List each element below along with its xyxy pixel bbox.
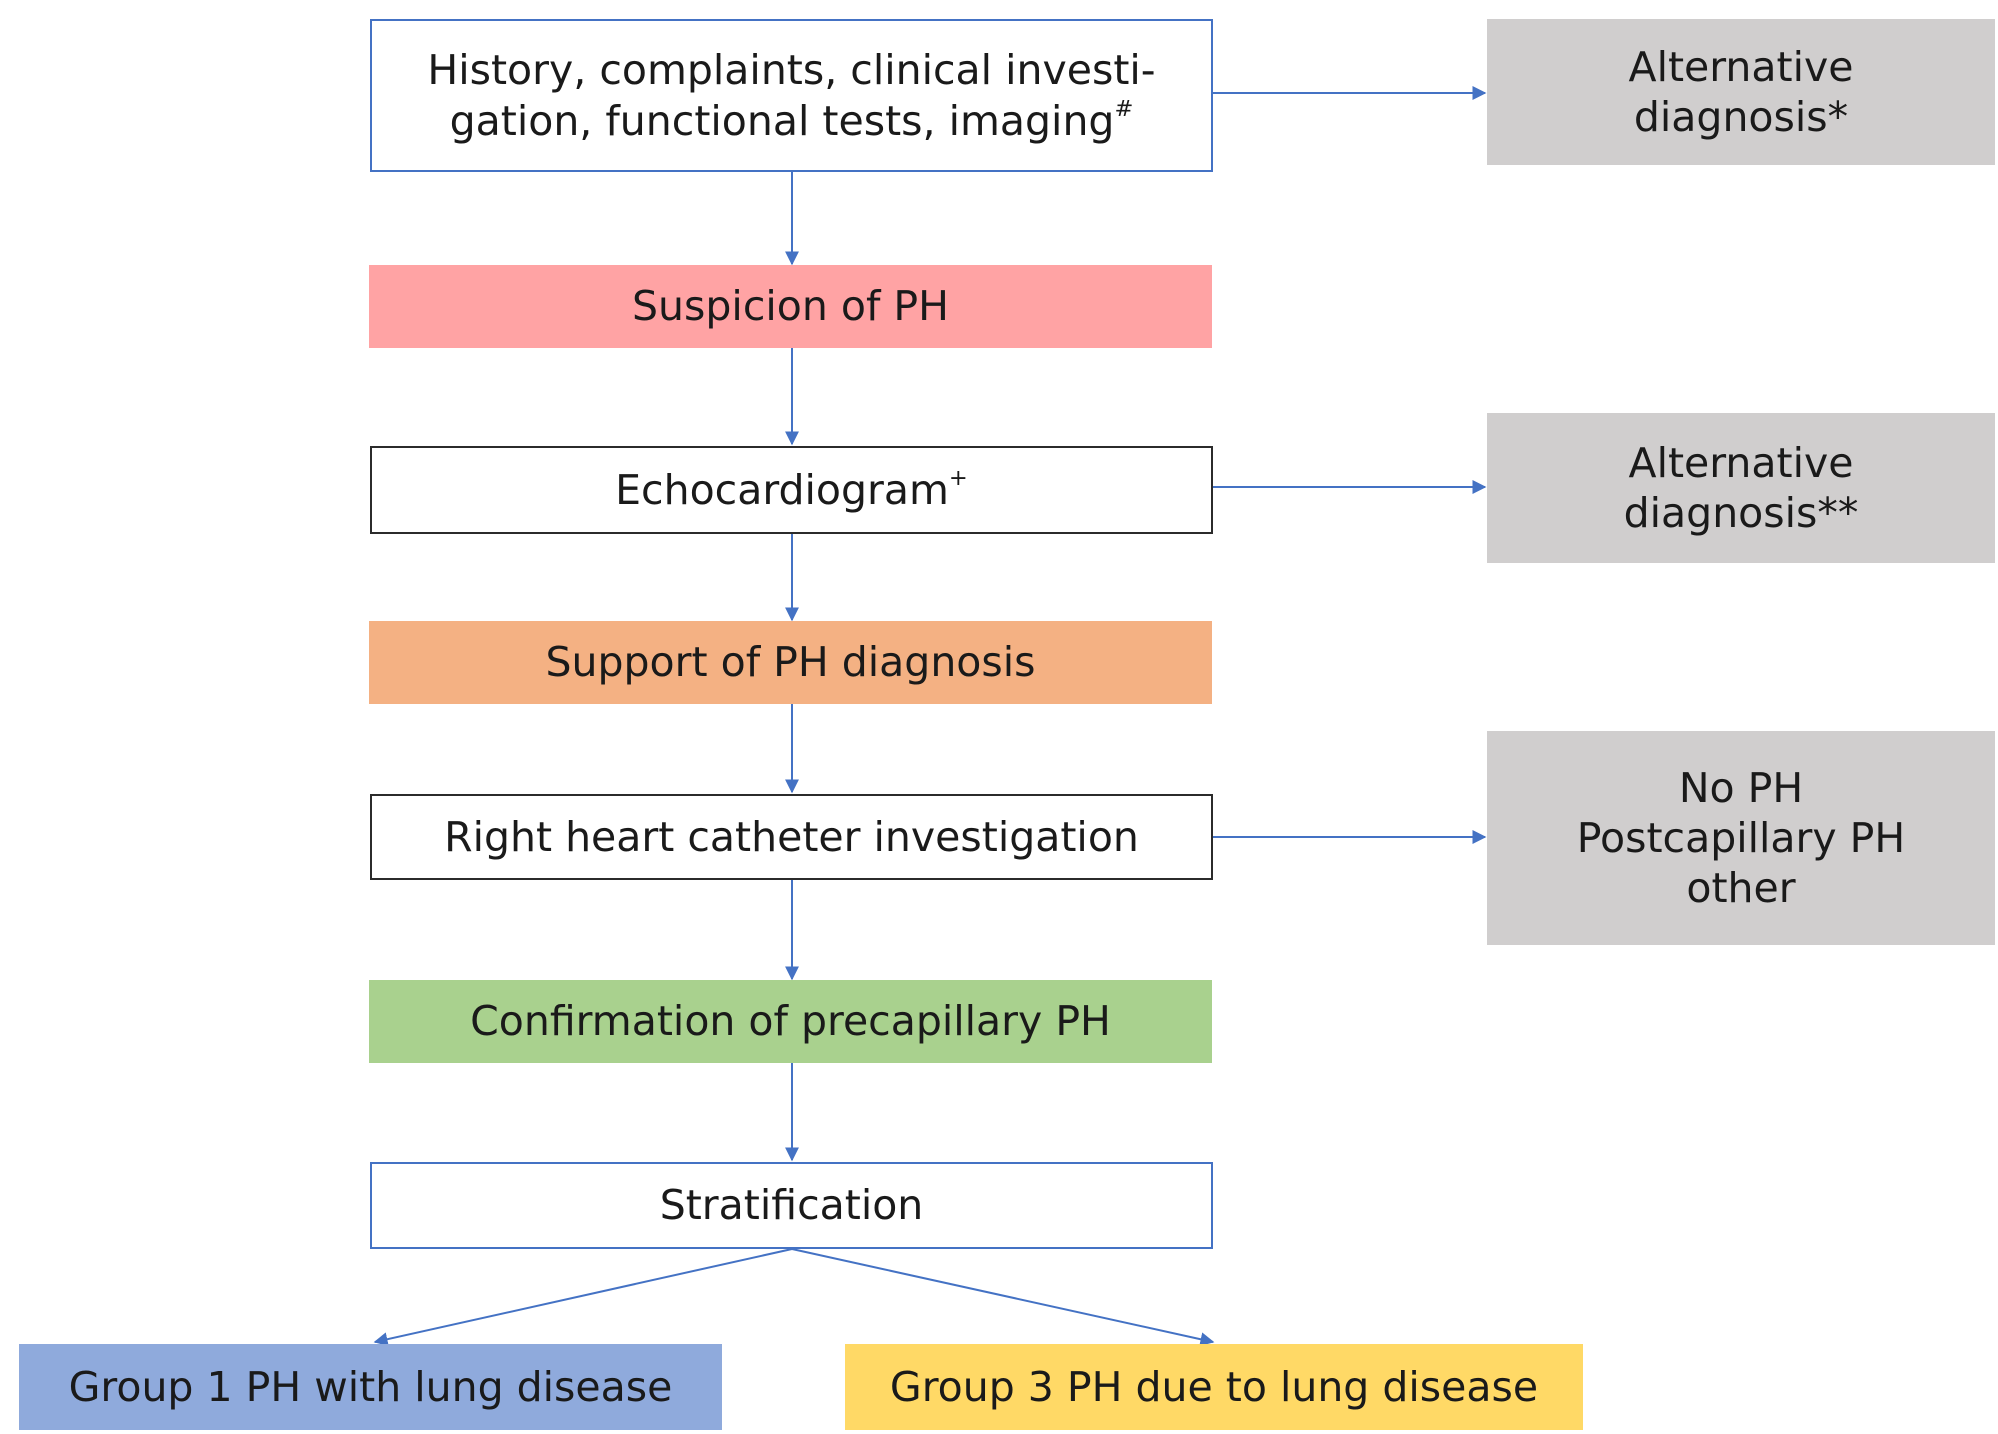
arrow-stratification-to-group1 xyxy=(373,1248,793,1347)
catheter-label: Right heart catheter investigation xyxy=(444,812,1139,861)
confirmation-box: Confirmation of precapillary PH xyxy=(369,980,1212,1063)
outcome-postcapillary-ph: Postcapillary PH xyxy=(1576,813,1906,862)
history-line-2-text: gation, functional tests, imaging xyxy=(449,96,1115,145)
echocardiogram-label: Echocardiogram xyxy=(615,465,949,514)
history-superscript: # xyxy=(1114,95,1134,122)
echocardiogram-line: Echocardiogram+ xyxy=(615,465,968,515)
arrow-stratification-to-group3 xyxy=(791,1248,1215,1347)
alt2-line-1: Alternative xyxy=(1628,438,1854,487)
outcome-no-ph: No PH xyxy=(1678,763,1804,812)
history-box: History, complaints, clinical investi- g… xyxy=(370,19,1213,172)
catheter-box: Right heart catheter investigation xyxy=(370,794,1213,880)
alt1-line-1: Alternative xyxy=(1628,42,1854,91)
support-box: Support of PH diagnosis xyxy=(369,621,1212,704)
alternative-diagnosis-box-2: Alternative diagnosis** xyxy=(1487,413,1995,563)
support-label: Support of PH diagnosis xyxy=(545,638,1036,687)
alternative-diagnosis-box-1: Alternative diagnosis* xyxy=(1487,19,1995,165)
alt2-line-2: diagnosis** xyxy=(1623,489,1859,537)
echocardiogram-box: Echocardiogram+ xyxy=(370,446,1213,534)
stratification-box: Stratification xyxy=(370,1162,1213,1249)
suspicion-label: Suspicion of PH xyxy=(632,282,949,331)
history-line-2: gation, functional tests, imaging# xyxy=(450,96,1134,146)
suspicion-box: Suspicion of PH xyxy=(369,265,1212,348)
group1-label: Group 1 PH with lung disease xyxy=(68,1362,673,1411)
group3-label: Group 3 PH due to lung disease xyxy=(889,1362,1539,1411)
confirmation-label: Confirmation of precapillary PH xyxy=(470,997,1111,1046)
catheter-outcomes-box: No PH Postcapillary PH other xyxy=(1487,731,1995,945)
group3-box: Group 3 PH due to lung disease xyxy=(845,1344,1583,1430)
history-line-1: History, complaints, clinical investi- xyxy=(427,46,1156,95)
alt1-line-2: diagnosis* xyxy=(1633,93,1849,141)
echocardiogram-superscript: + xyxy=(948,464,968,491)
group1-box: Group 1 PH with lung disease xyxy=(19,1344,722,1430)
outcome-other: other xyxy=(1686,864,1796,912)
stratification-label: Stratification xyxy=(659,1181,924,1230)
